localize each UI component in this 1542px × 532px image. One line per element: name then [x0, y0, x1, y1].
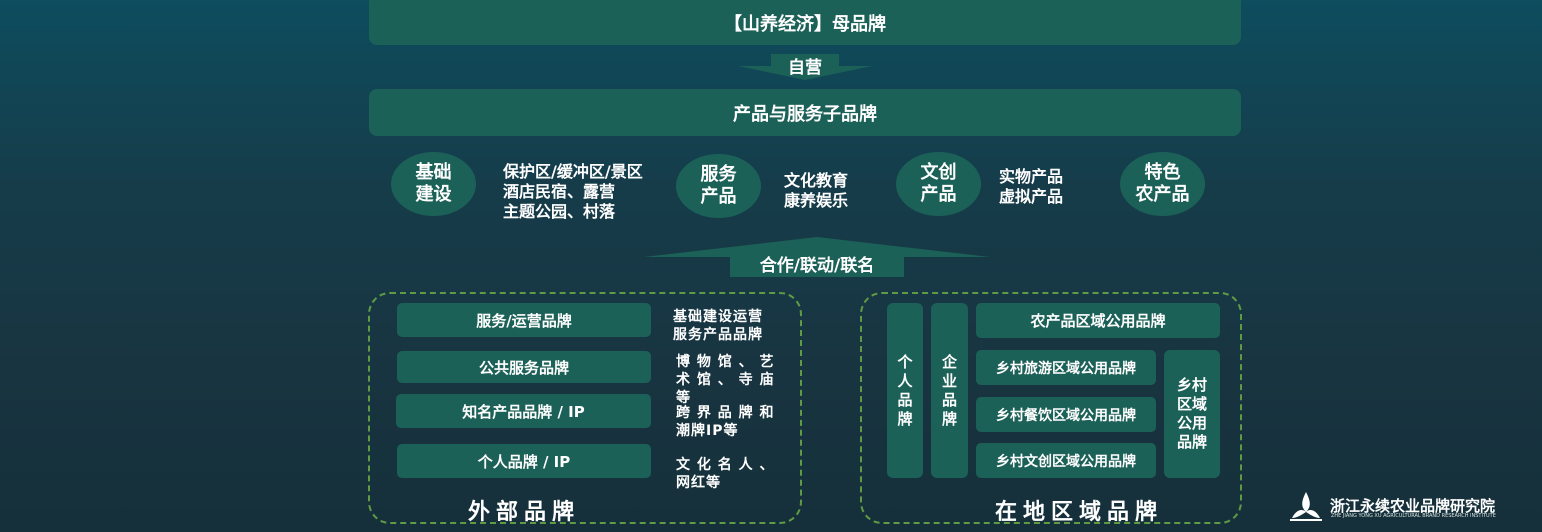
category-services-desc: 文化教育 康养娱乐 [784, 171, 849, 210]
local-tourism-regional-brand: 乡村旅游区域公用品牌 [976, 350, 1156, 385]
category-agri-products: 特色 农产品 [1120, 152, 1205, 216]
arrow-up-shape [644, 237, 990, 277]
sub-brand-bar: 产品与服务子品牌 [369, 89, 1241, 136]
local-cultural-regional-brand: 乡村文创区域公用品牌 [976, 443, 1156, 478]
local-brands-group [860, 292, 1242, 524]
external-brands-title: 外部品牌 [468, 500, 581, 525]
local-brands-title: 在地区域品牌 [995, 500, 1164, 525]
arrow-down-label: 自营 [788, 57, 822, 78]
institute-logo-subtitle: ZHE JIANG YONG XU AGRICULTURAL BRAND RES… [1331, 513, 1496, 519]
local-rural-regional-brand: 乡村 区域 公用 品牌 [1164, 350, 1220, 478]
category-services: 服务 产品 [676, 154, 761, 218]
external-item-service-operation: 服务/运营品牌 [397, 303, 651, 337]
local-catering-regional-brand: 乡村餐饮区域公用品牌 [976, 397, 1156, 432]
local-personal-brand: 个 人 品 牌 [887, 303, 923, 478]
external-note-personal-ip: 文 化 名 人 、 网红等 [676, 457, 775, 491]
category-infrastructure-desc: 保护区/缓冲区/景区 酒店民宿、露营 主题公园、村落 [503, 162, 643, 221]
external-item-personal-ip: 个人品牌 / IP [397, 444, 651, 478]
category-infrastructure: 基础 建设 [391, 152, 476, 216]
mother-brand-bar: 【山养经济】母品牌 [369, 0, 1241, 45]
external-note-service-operation: 基础建设运营 服务产品品牌 [673, 309, 763, 343]
local-enterprise-brand: 企 业 品 牌 [931, 303, 968, 478]
external-note-product-ip: 跨 界 品 牌 和 潮牌IP等 [676, 405, 775, 439]
external-item-public-service: 公共服务品牌 [397, 351, 651, 383]
category-cultural-creative-desc: 实物产品 虚拟产品 [999, 167, 1064, 206]
external-item-product-ip: 知名产品品牌 / IP [396, 394, 651, 428]
institute-logo-icon [1290, 492, 1322, 521]
category-cultural-creative: 文创 产品 [896, 152, 981, 216]
external-brands-group [368, 292, 802, 524]
arrow-down-shape [738, 54, 872, 80]
arrow-up-label: 合作/联动/联名 [759, 255, 875, 276]
local-agri-regional-brand: 农产品区域公用品牌 [976, 303, 1220, 338]
external-note-public-service: 博 物 馆 、 艺 术 馆 、 寺 庙 等 [676, 354, 775, 406]
institute-logo-name: 浙江永续农业品牌研究院 [1330, 497, 1496, 515]
